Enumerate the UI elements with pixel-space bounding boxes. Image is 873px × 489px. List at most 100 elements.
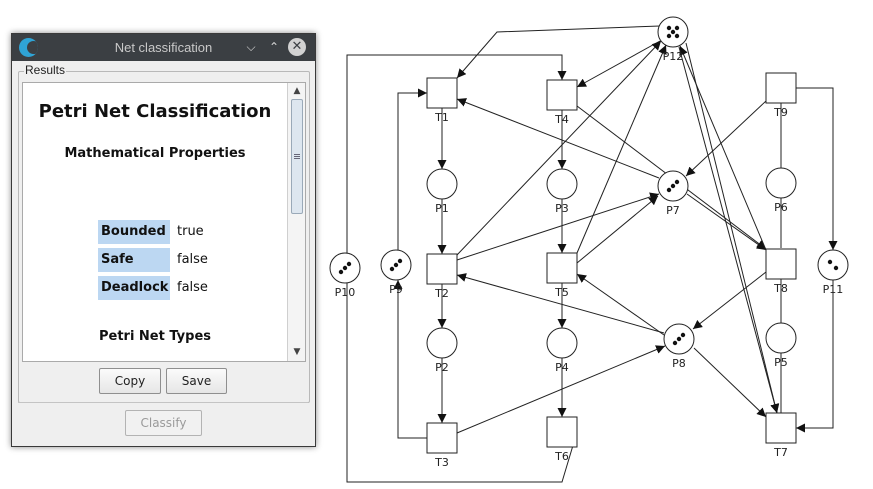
- save-button[interactable]: Save: [166, 368, 227, 394]
- property-name: Deadlock: [98, 276, 170, 300]
- results-pane[interactable]: Petri Net Classification Mathematical Pr…: [22, 82, 306, 362]
- token: [833, 265, 839, 271]
- token: [672, 340, 678, 346]
- arc: [576, 195, 659, 264]
- place-label: P2: [435, 361, 449, 374]
- property-value: true: [177, 224, 204, 239]
- window-title: Net classification: [114, 40, 213, 55]
- token: [346, 261, 352, 267]
- token: [827, 259, 833, 265]
- transition-t6[interactable]: [546, 416, 578, 448]
- scroll-up-icon[interactable]: ▲: [293, 86, 301, 96]
- token: [397, 258, 403, 264]
- arc: [576, 44, 667, 254]
- arc: [456, 98, 660, 179]
- types-heading: Petri Net Types: [98, 329, 212, 344]
- transition-label: T4: [554, 113, 569, 126]
- place-label: P11: [823, 283, 844, 296]
- property-value: false: [177, 252, 208, 267]
- scroll-down-icon[interactable]: ▼: [293, 347, 301, 357]
- token: [676, 336, 682, 342]
- place-p3[interactable]: [546, 168, 578, 200]
- token: [666, 33, 672, 39]
- transition-label: T5: [554, 286, 569, 299]
- copy-button[interactable]: Copy: [99, 368, 161, 394]
- property-name: Bounded: [98, 220, 170, 244]
- token: [670, 29, 676, 35]
- place-label: P8: [672, 357, 686, 370]
- token: [674, 33, 680, 39]
- place-label: P5: [774, 356, 788, 369]
- title-bar[interactable]: Net classification ⌵ ⌃ ✕: [12, 34, 315, 61]
- place-p11[interactable]: [817, 249, 849, 281]
- results-group-label: Results: [24, 63, 67, 77]
- arc: [397, 88, 427, 266]
- transition-label: T9: [773, 106, 788, 119]
- transition-label: T6: [554, 450, 569, 463]
- transition-t4[interactable]: [546, 79, 578, 111]
- place-p4[interactable]: [546, 327, 578, 359]
- transition-label: T2: [434, 287, 449, 300]
- property-row-deadlock: Deadlock false: [98, 276, 258, 300]
- place-p5[interactable]: [765, 322, 797, 354]
- transition-t8[interactable]: [765, 248, 797, 280]
- maximize-icon[interactable]: ⌃: [268, 40, 280, 54]
- arc: [456, 192, 660, 261]
- transition-t1[interactable]: [426, 77, 458, 109]
- transition-t7[interactable]: [765, 412, 797, 444]
- place-p1[interactable]: [426, 168, 458, 200]
- token: [338, 269, 344, 275]
- token: [666, 25, 672, 31]
- place-label: P3: [555, 202, 569, 215]
- minimize-icon[interactable]: ⌵: [246, 40, 256, 54]
- arc: [692, 271, 767, 330]
- arc: [685, 100, 767, 177]
- transition-t2[interactable]: [426, 253, 458, 285]
- place-label: P1: [435, 202, 449, 215]
- property-row-bounded: Bounded true: [98, 220, 258, 244]
- arc: [685, 42, 780, 414]
- place-p6[interactable]: [765, 167, 797, 199]
- token: [670, 183, 676, 189]
- place-p2[interactable]: [426, 327, 458, 359]
- property-row-safe: Safe false: [98, 248, 258, 272]
- divider: [18, 402, 308, 403]
- arc: [576, 40, 661, 88]
- classification-report: Petri Net Classification Mathematical Pr…: [23, 83, 287, 361]
- place-label: P9: [389, 283, 403, 296]
- place-label: P10: [335, 286, 356, 299]
- properties-heading: Mathematical Properties: [64, 146, 246, 161]
- app-icon: [19, 38, 38, 57]
- arc: [456, 40, 662, 256]
- arc: [678, 46, 780, 414]
- token: [389, 266, 395, 272]
- arc: [456, 25, 661, 79]
- arc: [796, 280, 834, 433]
- property-name: Safe: [98, 248, 170, 272]
- transition-label: T7: [773, 446, 788, 459]
- place-label: P12: [663, 50, 684, 63]
- transition-t9[interactable]: [765, 72, 797, 104]
- token: [680, 332, 686, 338]
- token: [674, 179, 680, 185]
- arc: [796, 87, 838, 250]
- arc: [693, 347, 767, 418]
- arc: [686, 193, 767, 251]
- classify-button[interactable]: Classify: [125, 410, 202, 436]
- arc: [393, 280, 427, 439]
- arc: [456, 273, 665, 334]
- transition-t3[interactable]: [426, 422, 458, 454]
- close-icon[interactable]: ✕: [288, 38, 306, 56]
- vertical-scrollbar[interactable]: ▲ ▼: [287, 83, 305, 361]
- scrollbar-thumb[interactable]: [291, 99, 303, 214]
- place-label: P6: [774, 201, 788, 214]
- token: [393, 262, 399, 268]
- arcs: [346, 25, 838, 483]
- transition-t5[interactable]: [546, 252, 578, 284]
- report-heading: Petri Net Classification: [38, 101, 272, 122]
- token: [666, 187, 672, 193]
- arc: [679, 45, 767, 251]
